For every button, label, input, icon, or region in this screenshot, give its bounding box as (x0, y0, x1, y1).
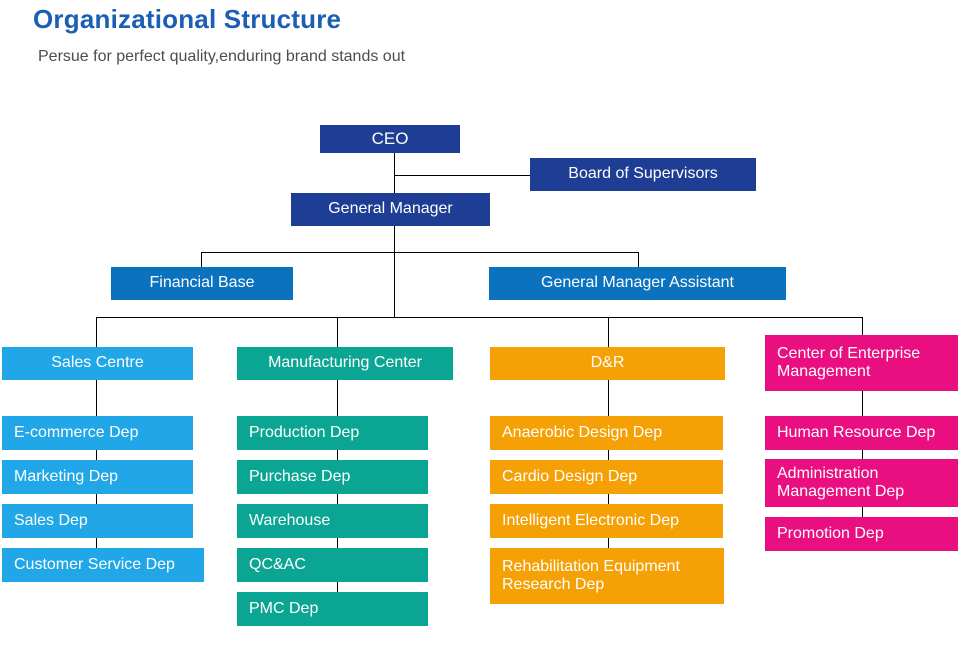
node-financial-base: Financial Base (111, 267, 293, 300)
connector-line (337, 317, 338, 592)
node-production-dep: Production Dep (237, 416, 428, 450)
connector-line (394, 175, 530, 176)
connector-line (201, 252, 638, 253)
node-general-manager: General Manager (291, 193, 490, 226)
node-board-of-supervisors: Board of Supervisors (530, 158, 756, 191)
node-intelligent-electronic-dep: Intelligent Electronic Dep (490, 504, 723, 538)
node-qc-and-ac: QC&AC (237, 548, 428, 582)
node-cardio-design-dep: Cardio Design Dep (490, 460, 723, 494)
connector-line (394, 152, 395, 317)
node-anaerobic-design-dep: Anaerobic Design Dep (490, 416, 723, 450)
node-sales-dep: Sales Dep (2, 504, 193, 538)
node-promotion-dep: Promotion Dep (765, 517, 958, 551)
node-center-of-enterprise-management: Center of Enterprise Management (765, 335, 958, 391)
node-sales-centre: Sales Centre (2, 347, 193, 380)
node-rehabilitation-equipment-research-dep: Rehabilitation Equipment Research Dep (490, 548, 724, 604)
node-pmc-dep: PMC Dep (237, 592, 428, 626)
node-human-resource-dep: Human Resource Dep (765, 416, 958, 450)
node-d-and-r: D&R (490, 347, 725, 380)
node-customer-service-dep: Customer Service Dep (2, 548, 204, 582)
connector-line (96, 317, 862, 318)
node-e-commerce-dep: E-commerce Dep (2, 416, 193, 450)
page-title: Organizational Structure (33, 4, 342, 34)
connector-line (638, 252, 639, 267)
node-administration-management-dep: Administration Management Dep (765, 459, 958, 507)
node-marketing-dep: Marketing Dep (2, 460, 193, 494)
node-purchase-dep: Purchase Dep (237, 460, 428, 494)
node-warehouse: Warehouse (237, 504, 428, 538)
node-manufacturing-center: Manufacturing Center (237, 347, 453, 380)
connector-line (201, 252, 202, 267)
page-subtitle: Persue for perfect quality,enduring bran… (38, 48, 406, 65)
node-general-manager-assistant: General Manager Assistant (489, 267, 786, 300)
node-ceo: CEO (320, 125, 460, 153)
